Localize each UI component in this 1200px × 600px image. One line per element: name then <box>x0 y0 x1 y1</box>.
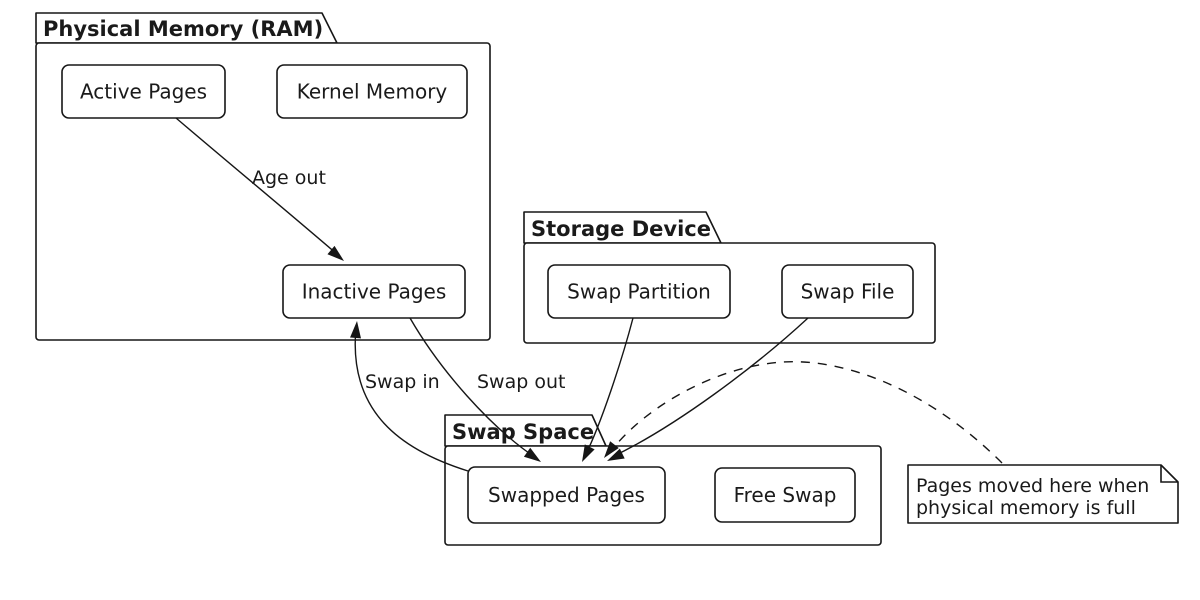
node-kernel-memory-box <box>276 64 468 119</box>
edge-file-to-swapped-line <box>613 317 809 457</box>
edge-swap-in-arrowhead <box>350 321 361 339</box>
edge-age-out-arrowhead <box>327 245 344 261</box>
edge-partition-to-swapped-arrowhead <box>582 444 595 462</box>
node-free-swap: Free Swap <box>714 467 856 523</box>
node-swap-partition-label: Swap Partition <box>567 280 711 304</box>
node-swap-file-box <box>781 264 914 319</box>
note-text-line-2: physical memory is full <box>916 497 1136 519</box>
edge-age-out-label: Age out <box>252 167 326 189</box>
package-title: Storage Device <box>531 217 711 241</box>
edge-age-out-line <box>175 117 339 256</box>
node-inactive-pages: Inactive Pages <box>282 264 466 319</box>
node-free-swap-box <box>714 467 856 523</box>
node-swap-file-label: Swap File <box>801 280 895 304</box>
node-inactive-pages-label: Inactive Pages <box>302 280 447 304</box>
edge-swap-out-label: Swap out <box>477 371 565 393</box>
edge-note-link <box>604 361 1003 464</box>
node-active-pages: Active Pages <box>61 64 226 119</box>
node-swap-partition-box <box>547 264 731 319</box>
edge-partition-to-swapped <box>582 317 634 462</box>
edge-note-link-arrowhead <box>604 441 619 458</box>
node-active-pages-label: Active Pages <box>80 80 207 104</box>
edge-swap-in-line <box>354 327 469 472</box>
node-kernel-memory-label: Kernel Memory <box>297 80 448 104</box>
edge-swap-in: Swap in <box>350 321 469 472</box>
edge-swap-out-arrowhead <box>523 447 541 462</box>
node-free-swap-label: Free Swap <box>734 483 837 507</box>
edge-age-out: Age out <box>175 117 344 261</box>
edge-file-to-swapped-arrowhead <box>607 448 625 461</box>
note-fold-icon <box>1160 465 1178 483</box>
package-title: Swap Space <box>452 420 594 444</box>
edge-partition-to-swapped-line <box>584 317 634 457</box>
edge-swap-out: Swap out <box>409 317 565 462</box>
edge-file-to-swapped <box>607 317 809 461</box>
node-inactive-pages-box <box>282 264 466 319</box>
node-swap-partition: Swap Partition <box>547 264 731 319</box>
node-swapped-pages-label: Swapped Pages <box>488 483 645 507</box>
node-swap-file: Swap File <box>781 264 914 319</box>
edge-swap-in-label: Swap in <box>365 371 440 393</box>
node-swapped-pages: Swapped Pages <box>467 466 666 524</box>
node-swapped-pages-box <box>467 466 666 524</box>
package-title: Physical Memory (RAM) <box>43 17 323 41</box>
edge-swap-out-line <box>409 317 537 459</box>
node-kernel-memory: Kernel Memory <box>276 64 468 119</box>
note-body <box>907 464 1179 524</box>
node-active-pages-box <box>61 64 226 119</box>
note-text-line-1: Pages moved here when <box>916 475 1149 497</box>
